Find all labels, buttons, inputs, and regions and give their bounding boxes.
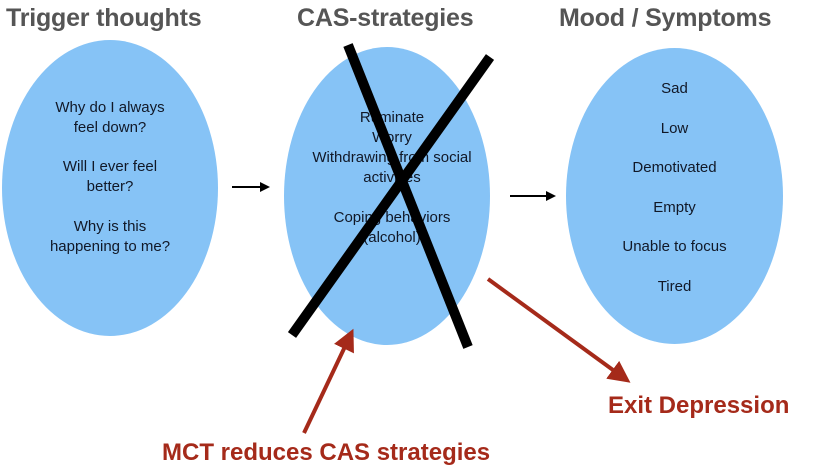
- mood-item-demotivated: Demotivated: [632, 159, 717, 176]
- arrow-to-exit-depression: [486, 277, 631, 383]
- cross-line-1-icon: [343, 43, 473, 349]
- trigger-thought-3-line-2: happening to me?: [49, 238, 171, 255]
- trigger-thought-1-line-2: feel down?: [73, 119, 147, 136]
- heading-cas-strategies: CAS-strategies: [297, 4, 474, 32]
- trigger-thought-2-line-2: better?: [86, 178, 134, 195]
- trigger-thought-3: Why is this happening to me?: [2, 217, 218, 257]
- trigger-thoughts-ellipse: [2, 40, 218, 336]
- heading-mood-symptoms: Mood / Symptoms: [559, 4, 772, 32]
- cas-item-alcohol: (alcohol): [363, 229, 421, 246]
- mood-item-sad: Sad: [661, 80, 688, 97]
- arrow-mct-to-cas: [302, 328, 354, 434]
- mood-item-tired: Tired: [657, 278, 692, 295]
- heading-trigger-thoughts: Trigger thoughts: [6, 4, 202, 32]
- mood-item-low: Low: [660, 120, 689, 137]
- trigger-thought-2-line-1: Will I ever feel: [62, 158, 158, 175]
- trigger-thought-2: Will I ever feel better?: [2, 157, 218, 197]
- cross-line-2-icon: [287, 54, 495, 338]
- mood-item-empty: Empty: [653, 199, 696, 216]
- mood-item-unable-to-focus: Unable to focus: [622, 238, 727, 255]
- mood-symptoms-ellipse: [566, 48, 783, 344]
- mct-reduces-cas-label: MCT reduces CAS strategies: [162, 439, 491, 466]
- exit-depression-label: Exit Depression: [608, 392, 790, 419]
- trigger-thought-1: Why do I always feel down?: [2, 98, 218, 138]
- trigger-thought-1-line-1: Why do I always: [55, 99, 165, 116]
- trigger-thought-3-line-1: Why is this: [73, 218, 147, 235]
